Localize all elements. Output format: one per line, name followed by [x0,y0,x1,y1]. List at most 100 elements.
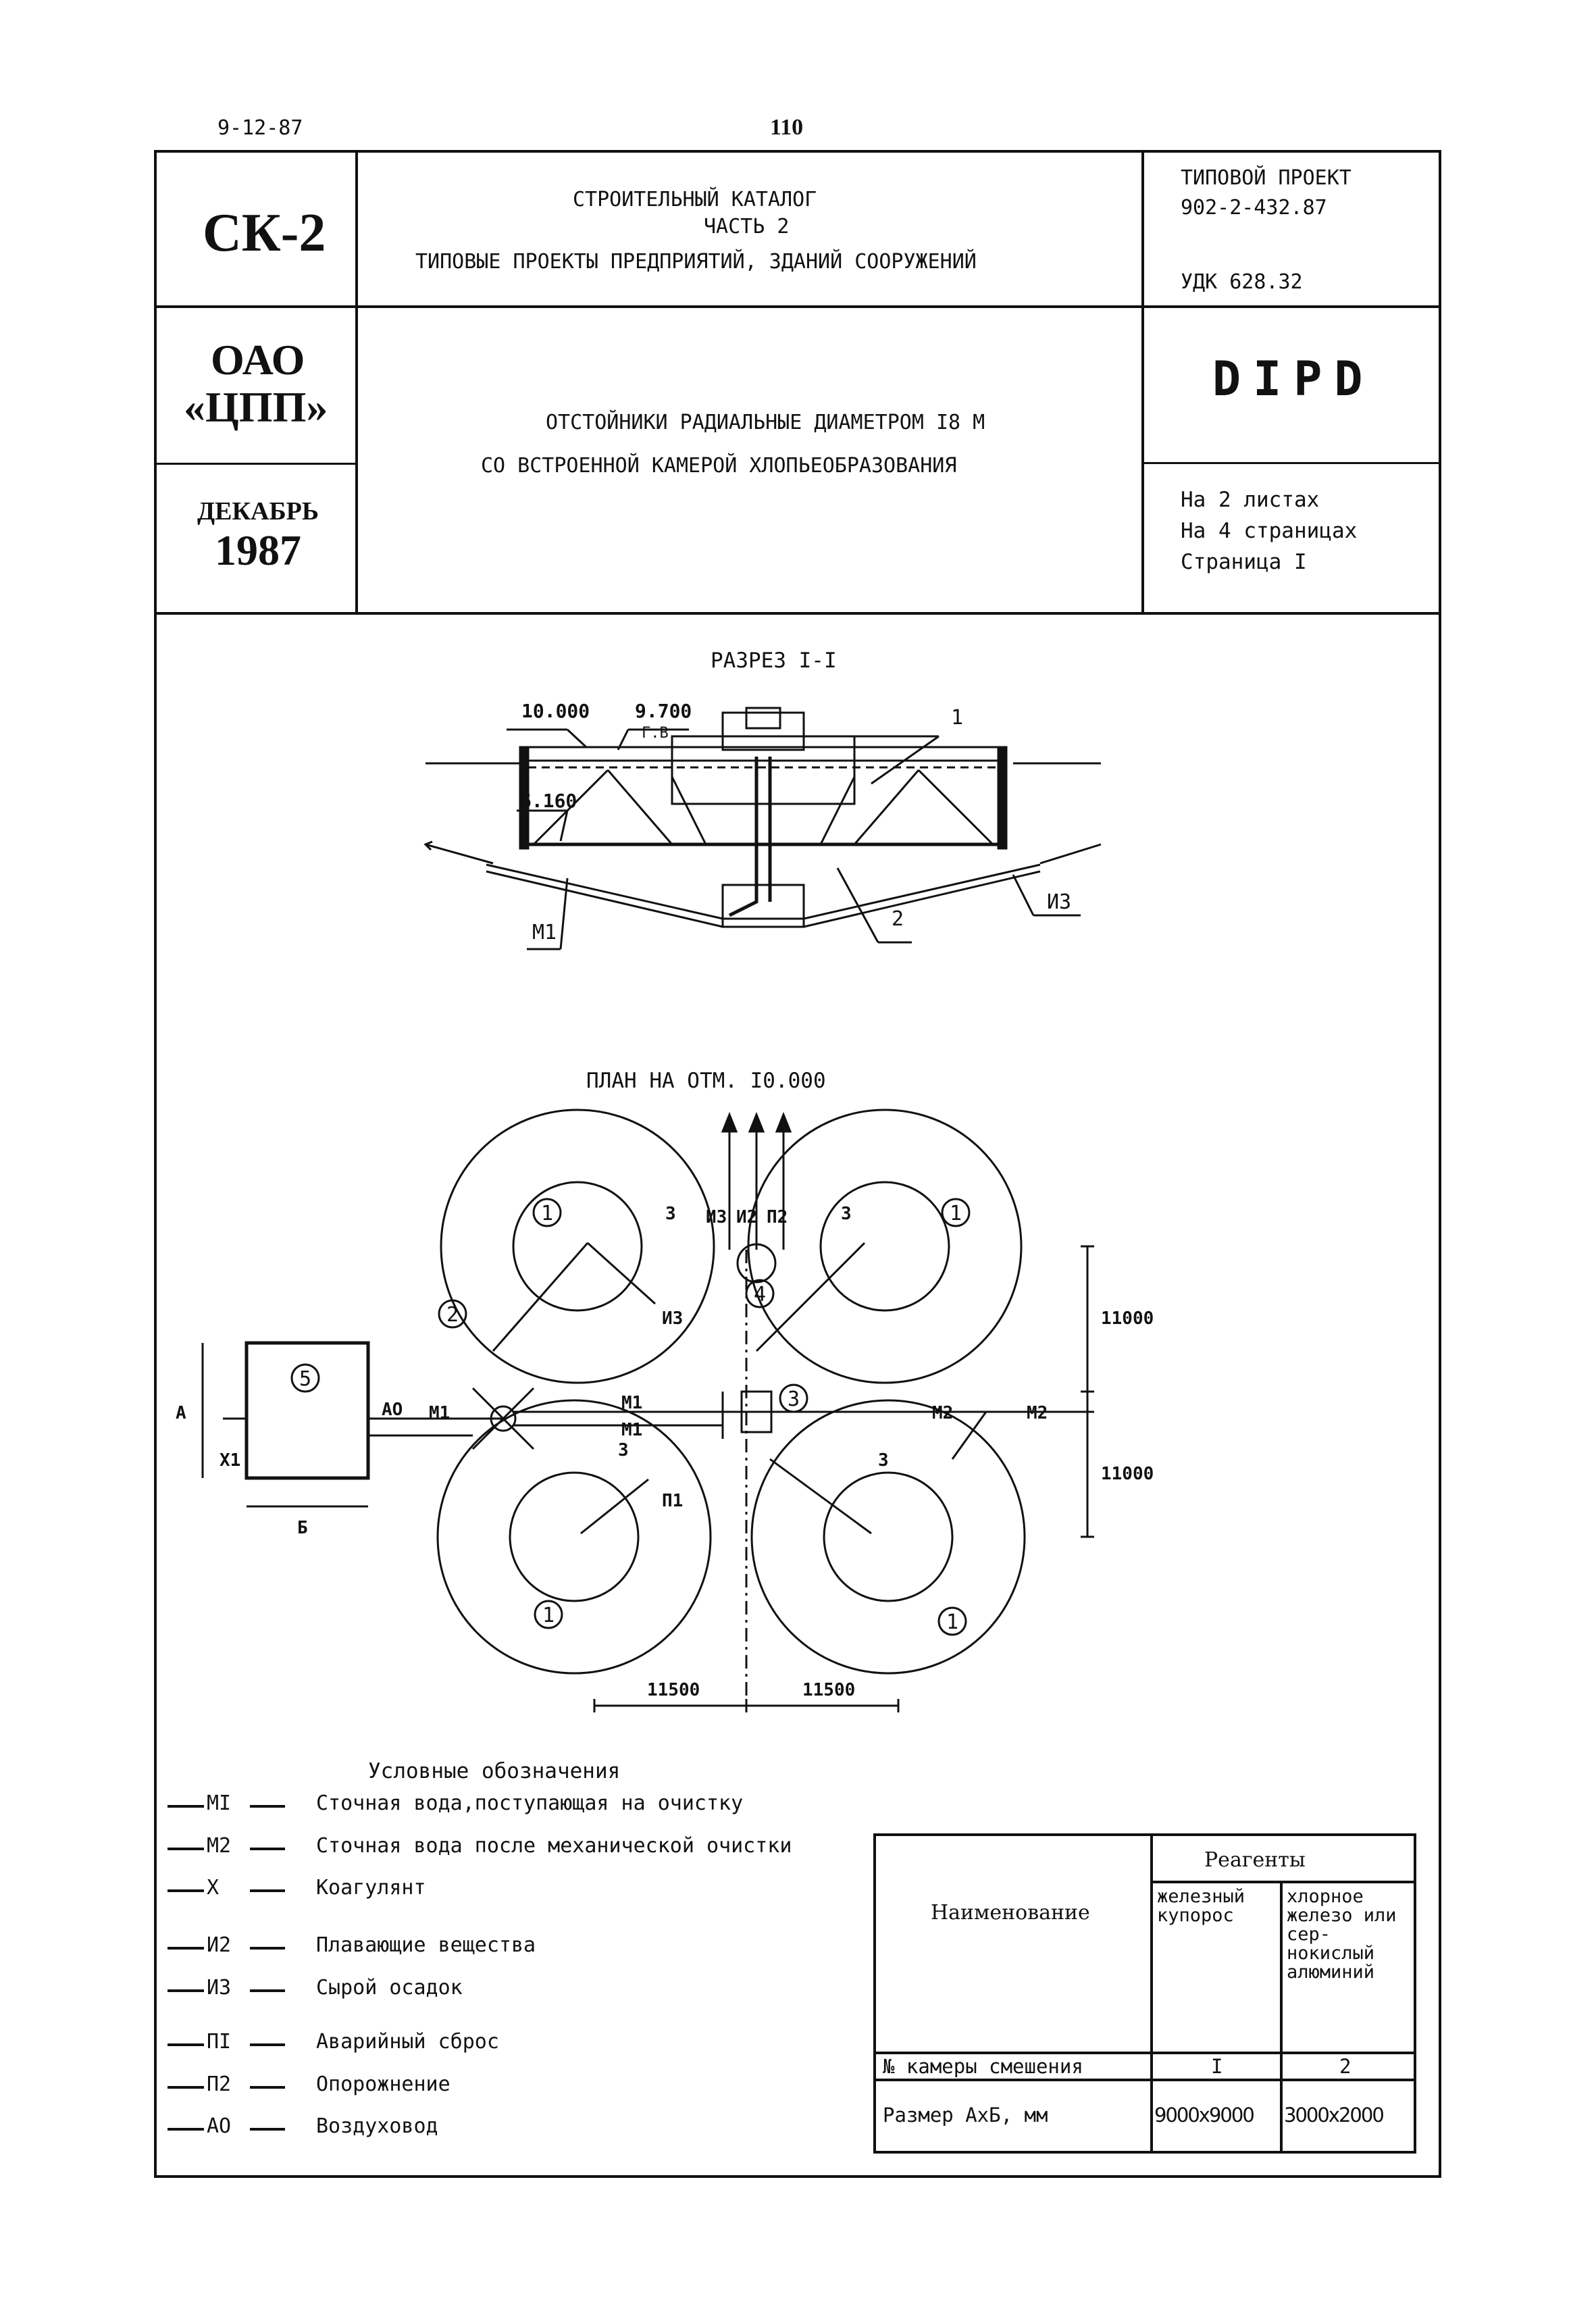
plan-title: ПЛАН НА ОТМ. I0.000 [586,1069,826,1093]
table-row2-b: 3000x2000 [1284,2104,1385,2127]
section-drawing: 10.000 9.700 Г.В 6.160 1 2 М1 И3 [423,700,1102,950]
page-indicator: Страница I [1181,550,1307,574]
callout-2-label: 2 [892,907,904,931]
divider [1141,462,1441,464]
mark-bottom-label: 6.160 [520,790,577,812]
mark-top-label: 10.000 [521,700,590,722]
pipe-m2: М2 [1027,1403,1048,1423]
catalog-part: ЧАСТЬ 2 [704,215,790,238]
dim-11000-top: 11000 [1101,1308,1154,1329]
legend-text: Плавающие вещества [316,1933,536,1957]
label-3: 3 [841,1204,852,1224]
tank-label: 1 [946,1610,958,1634]
legend-code: АО [207,2114,232,2138]
legend-line [168,1805,204,1808]
dim-11500-left: 11500 [647,1680,700,1700]
legend-text: Сточная вода после механической очистки [316,1834,792,1858]
table-row2-a: 9000x9000 [1154,2104,1255,2127]
outer-frame [154,150,1441,2178]
page-count: На 4 страницах [1181,519,1358,543]
catalog-subtitle: ТИПОВЫЕ ПРОЕКТЫ ПРЕДПРИЯТИЙ, ЗДАНИЙ СООР… [415,250,977,274]
legend-line [168,1989,204,1992]
plan-drawing: 1 1 1 1 2 3 4 5 3 3 3 3 М1 М1 М1 М2 М2 А… [176,1109,1154,1712]
tank-label: 1 [541,1202,553,1225]
label-3: 3 [878,1450,889,1471]
udk-code: УДК 628.32 [1181,270,1303,294]
project-number: 902-2-432.87 [1181,196,1327,220]
legend-text: Аварийный сброс [316,2030,499,2054]
issue-month: ДЕКАБРЬ [197,497,319,526]
pipe-i3: И3 [662,1308,683,1329]
legend-line [168,2128,204,2131]
divider [154,612,1441,615]
project-label: ТИПОВОЙ ПРОЕКТ [1181,166,1352,190]
mark-water-label: 9.700 [635,700,692,722]
dim-11500-right: 11500 [802,1680,855,1700]
divider [1141,150,1144,613]
pipe-ao: АО [382,1400,403,1420]
coagulant-label: 5 [299,1367,311,1391]
table-col-a-header: железный купорос [1157,1886,1245,1926]
divider [355,150,358,613]
section-title: РАЗРЕЗ I-I [711,648,837,673]
legend-line [250,2043,285,2046]
legend-line [250,2086,285,2089]
table-row1-b: 2 [1339,2055,1352,2078]
legend-code: X [207,1876,220,1900]
callout-1-label: 1 [951,706,963,730]
legend-line [250,1848,285,1850]
sheet-count: На 2 листах [1181,488,1320,512]
legend-text: Воздуховод [316,2114,438,2138]
pipe-m1: М1 [621,1393,642,1413]
pipe-i3: И3 [706,1207,727,1227]
legend-line [168,2043,204,2046]
pipe-p1: П1 [662,1491,683,1511]
pipe-m2: М2 [932,1403,953,1423]
pipe-m1-label: М1 [532,921,557,944]
legend-code: M2 [207,1834,232,1858]
doc-date: 9-12-87 [217,116,303,140]
legend-line [168,1889,204,1892]
dim-11000-bottom: 11000 [1101,1464,1154,1484]
legend-line [168,2086,204,2089]
divider [154,463,357,465]
pipe-x1: Х1 [220,1450,240,1471]
table-col-b-header: хлорное железо или сер-нокислый алюминий [1287,1886,1397,1983]
legend-text: Сырой осадок [316,1976,463,2000]
reagents-table: Реагенты Наименование железный купорос х… [873,1833,1416,2154]
table-row1-a: I [1211,2055,1223,2078]
legend-line [168,1848,204,1850]
legend-line [250,1989,285,1992]
mixer-label: 2 [446,1303,459,1327]
legend-code: ИЗ [207,1976,232,2000]
document-title: ОТСТОЙНИКИ РАДИАЛЬНЫЕ ДИАМЕТРОМ I8 М [546,411,985,434]
catalog-title: СТРОИТЕЛЬНЫЙ КАТАЛОГ [573,188,817,211]
legend-code: И2 [207,1933,232,1957]
table-name-header: Наименование [931,1901,1090,1925]
legend-line [250,1889,285,1892]
tank-label: 1 [950,1202,962,1225]
tank-label: 1 [542,1604,555,1627]
pump-label: 4 [754,1283,766,1306]
legend-line [168,1947,204,1950]
pipe-i3-label: И3 [1047,890,1071,914]
issue-year: 1987 [215,526,301,574]
label-3: 3 [618,1440,629,1460]
document-code: DIPD [1212,351,1375,407]
water-level-label: Г.В [642,725,669,742]
legend-text: Коагулянт [316,1876,426,1900]
org-name: ОАО [211,336,305,384]
legend-text: Сточная вода,поступающая на очистку [316,1791,744,1815]
org-name-2: «ЦПП» [184,383,328,431]
pipe-m1: М1 [429,1403,450,1423]
legend-line [250,1947,285,1950]
label-3: 3 [665,1204,676,1224]
pipe-i2: И2 [736,1207,757,1227]
page-number: 110 [770,115,804,140]
table-group-header: Реагенты [1204,1848,1306,1872]
pipe-p2: П2 [767,1207,788,1227]
pipe-m1: М1 [621,1420,642,1440]
table-row2-label: Размер АхБ, мм [883,2104,1048,2127]
legend-code: MI [207,1791,232,1815]
catalog-code: СК-2 [203,203,326,263]
